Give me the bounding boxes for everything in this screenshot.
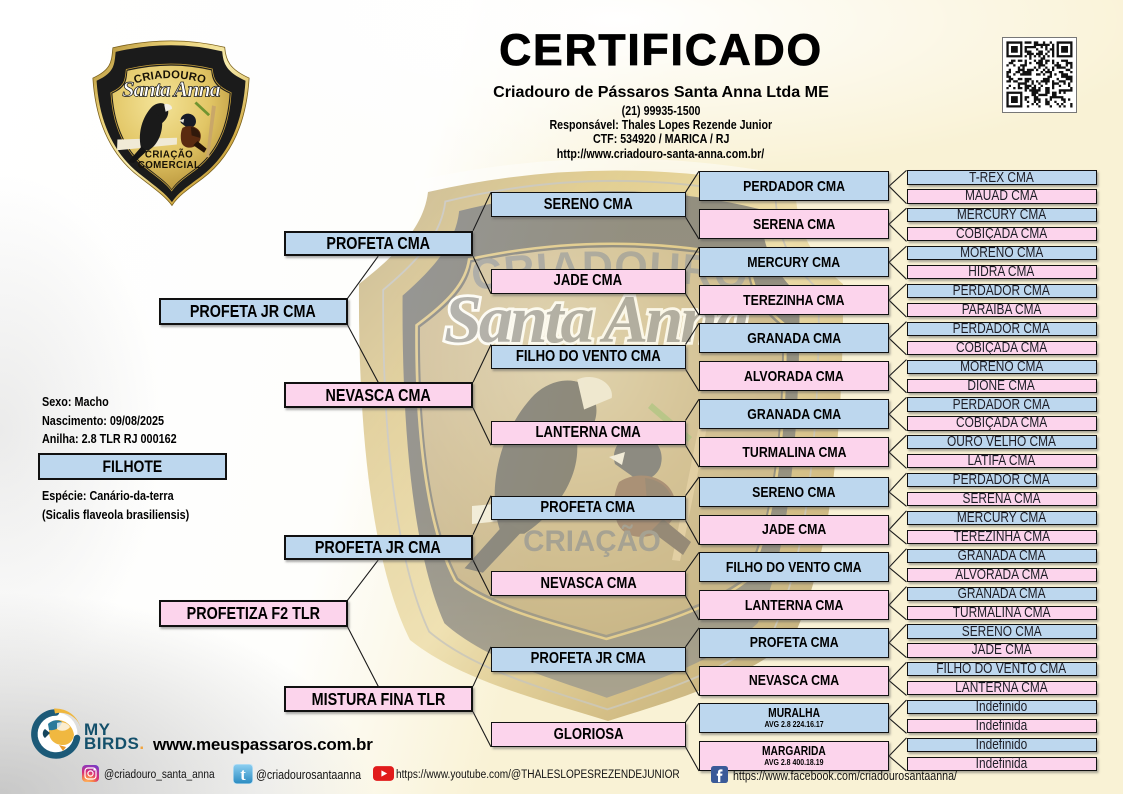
svg-text:t: t bbox=[240, 765, 246, 784]
svg-text:CRIAÇÃO: CRIAÇÃO bbox=[523, 524, 661, 558]
